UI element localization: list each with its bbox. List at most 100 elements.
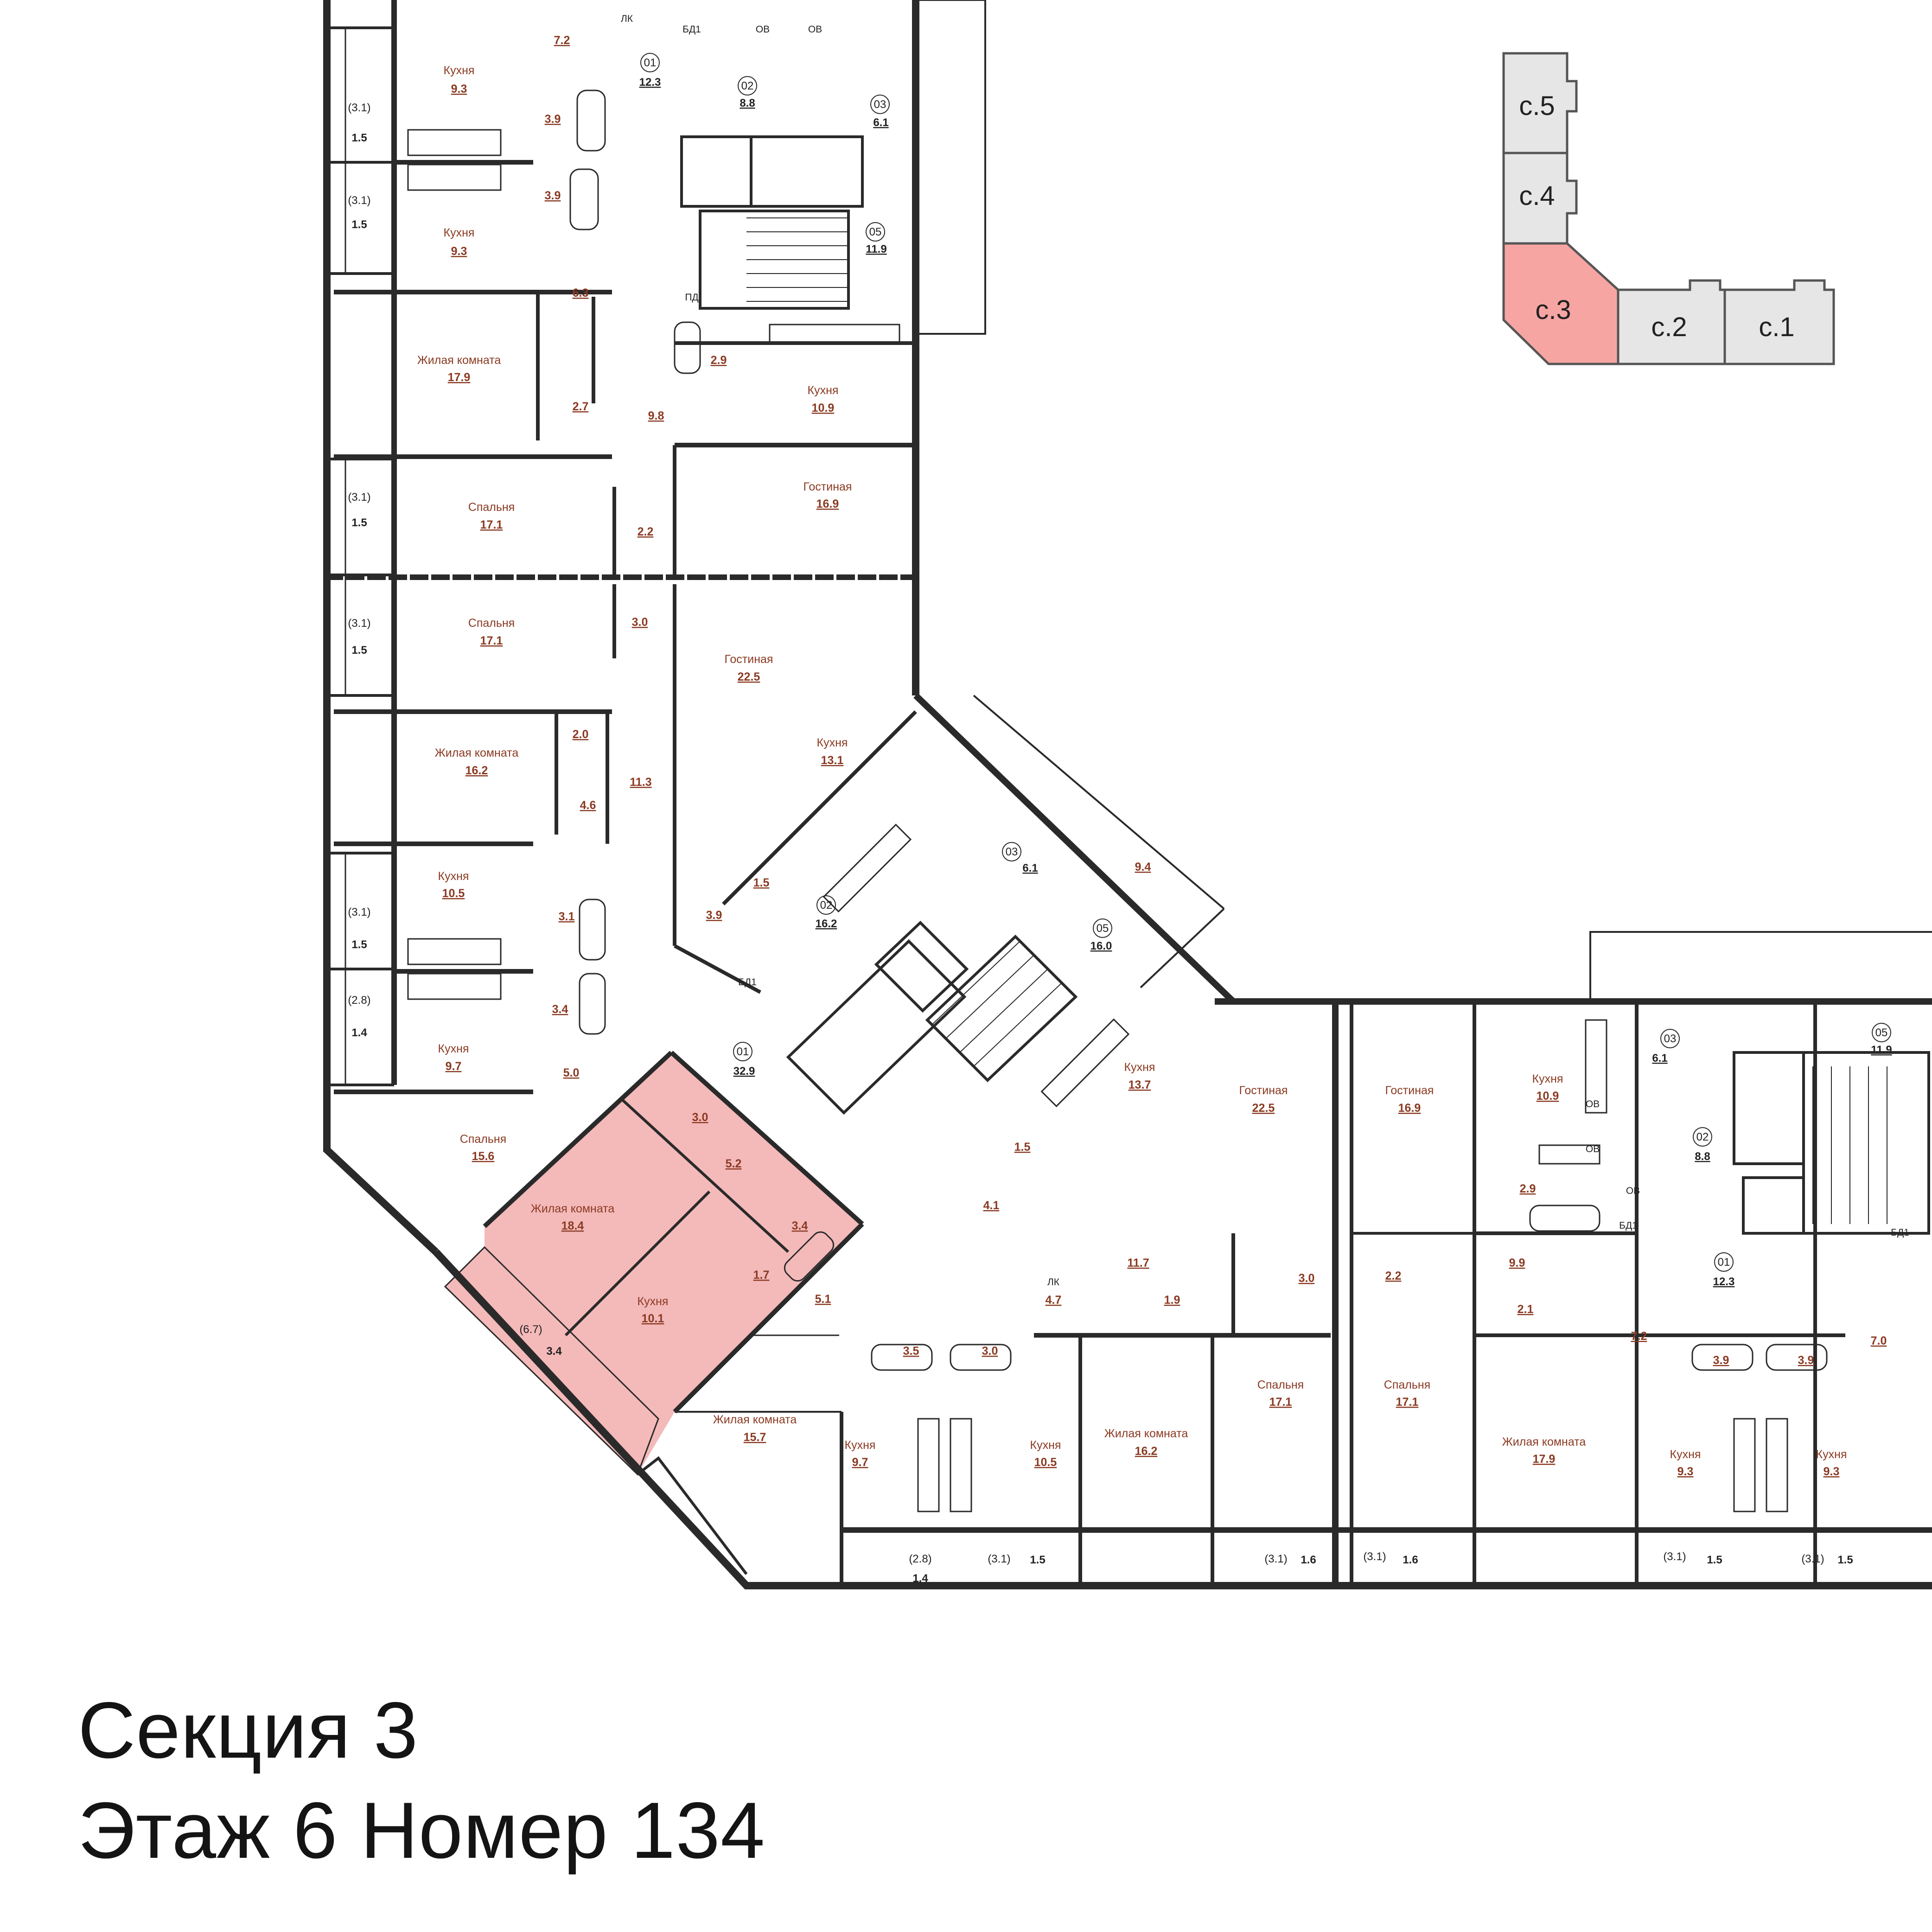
room-area: 3.9	[545, 113, 561, 126]
balcony-area: 1.5	[351, 644, 367, 657]
room-area: 10.9	[812, 402, 835, 414]
room-area: 3.9	[545, 189, 561, 202]
room-area: 17.1	[1396, 1396, 1419, 1409]
balcony-labels: (3.1) 1.5 (3.1) 1.5 (3.1) 1.5 (3.1) 1.5 …	[348, 102, 1853, 1585]
room-area: 9.7	[446, 1060, 462, 1073]
room-name: Кухня	[845, 1439, 876, 1452]
room-name: Спальня	[460, 1133, 506, 1146]
room-name: Кухня	[438, 870, 469, 883]
highlighted-balcony[interactable]	[444, 1246, 659, 1476]
room-area: 13.7	[1129, 1078, 1151, 1091]
room-area: 10.5	[442, 887, 465, 900]
balcony-dim: (3.1)	[1801, 1553, 1824, 1565]
key-section-2[interactable]	[1617, 279, 1726, 365]
room-area: 15.7	[744, 1431, 766, 1444]
room-name: Кухня	[1816, 1448, 1847, 1461]
room-name: Гостиная	[725, 653, 773, 666]
room-name: Спальня	[468, 617, 515, 630]
balcony-area: 1.5	[1837, 1554, 1853, 1566]
shaft-label: ЛК	[1047, 1277, 1060, 1288]
room-area: 13.1	[821, 754, 844, 767]
common-num: 05	[1875, 1027, 1888, 1039]
common-num: 01	[644, 57, 657, 69]
room-area: 2.1	[1518, 1303, 1534, 1316]
room-area: 17.1	[480, 634, 503, 647]
room-name: Жилая комната	[531, 1202, 615, 1215]
balcony-dim: (3.1)	[1264, 1553, 1287, 1565]
shaft-label: ОВ	[1626, 1186, 1640, 1196]
room-area: 17.9	[1533, 1453, 1556, 1466]
balcony-dim: (3.1)	[348, 491, 370, 504]
room-name: Кухня	[1124, 1061, 1155, 1074]
common-area: 16.2	[816, 918, 837, 930]
room-name: Жилая комната	[1502, 1435, 1586, 1448]
room-area: 4.6	[580, 799, 596, 812]
balcony-dim: (2.8)	[909, 1553, 931, 1565]
room-name: Жилая комната	[713, 1413, 797, 1426]
common-num: 02	[1696, 1131, 1709, 1143]
room-area: 4.1	[983, 1199, 1000, 1212]
room-area: 16.2	[1135, 1445, 1158, 1458]
common-area: 6.1	[1652, 1052, 1667, 1065]
room-name: Жилая комната	[417, 354, 501, 367]
room-area: 7.2	[1631, 1330, 1647, 1343]
room-name: Жилая комната	[435, 746, 519, 759]
room-area: 9.3	[451, 245, 467, 258]
balcony-area: 1.5	[351, 218, 367, 231]
common-num: 01	[737, 1046, 749, 1058]
room-area: 3.9	[1713, 1354, 1729, 1367]
room-area: 1.9	[1164, 1294, 1180, 1307]
common-num: 01	[1718, 1256, 1730, 1269]
room-name: Кухня	[1532, 1072, 1563, 1085]
common-area-labels: 01 12.3 02 8.8 03 6.1 05 11.9 03 6.1 02 …	[639, 57, 1892, 1288]
balcony-dim: (3.1)	[1363, 1550, 1386, 1563]
room-area: 3.9	[706, 909, 722, 922]
room-name: Кухня	[444, 64, 475, 77]
room-area: 3.5	[903, 1345, 919, 1358]
balcony-dim: (2.8)	[348, 994, 370, 1007]
room-area: 9.3	[451, 83, 467, 96]
common-area: 8.8	[740, 97, 755, 109]
room-area: 10.9	[1537, 1090, 1559, 1103]
bottom-wing-walls	[840, 931, 1932, 1586]
shaft-label: ОВ	[1586, 1144, 1600, 1154]
room-name: Кухня	[808, 384, 839, 397]
shaft-label: ЛК	[621, 13, 633, 24]
room-area: 10.5	[1034, 1456, 1057, 1469]
balcony-area: 1.5	[351, 516, 367, 529]
key-section-1[interactable]	[1723, 279, 1835, 365]
room-area: 2.2	[1385, 1269, 1402, 1282]
room-name: Спальня	[468, 501, 515, 514]
corner-walls	[433, 693, 1932, 1589]
room-area: 6.3	[573, 287, 589, 300]
room-name: Гостиная	[1385, 1084, 1434, 1097]
common-area: 11.9	[866, 243, 886, 255]
shaft-label: ПД	[685, 292, 698, 303]
room-area: 5.0	[563, 1066, 580, 1079]
room-name: Кухня	[444, 226, 475, 239]
room-area: 9.3	[1677, 1465, 1694, 1478]
room-area: 2.9	[711, 354, 727, 367]
room-area: 9.4	[1135, 861, 1151, 874]
room-name: Гостиная	[803, 480, 852, 493]
balcony-area: 1.5	[351, 132, 367, 144]
room-area: 22.5	[1252, 1102, 1275, 1115]
balcony-area: 1.5	[351, 938, 367, 951]
room-area: 16.9	[1398, 1102, 1421, 1115]
common-num: 05	[869, 226, 882, 238]
shaft-label: БД1	[1619, 1220, 1638, 1231]
common-area: 12.3	[1713, 1275, 1735, 1288]
room-area: 7.2	[554, 34, 570, 47]
room-area: 10.1	[642, 1312, 664, 1325]
key-section-label: с.5	[1519, 91, 1555, 121]
room-area: 9.9	[1509, 1256, 1525, 1269]
balcony-dim: (3.1)	[1663, 1550, 1686, 1563]
balcony-area: 1.4	[351, 1027, 367, 1039]
room-area: 3.0	[692, 1111, 708, 1124]
room-labels: Кухня 9.3 7.2 3.9 3.9 Кухня 9.3 6.3 Жила…	[417, 34, 1887, 1478]
left-wing-walls	[323, 0, 986, 1255]
floor-plan: Кухня 9.3 7.2 3.9 3.9 Кухня 9.3 6.3 Жила…	[323, 0, 1932, 1589]
room-area: 17.1	[1269, 1396, 1292, 1409]
common-area: 6.1	[1022, 862, 1038, 874]
room-area: 3.4	[792, 1219, 808, 1232]
